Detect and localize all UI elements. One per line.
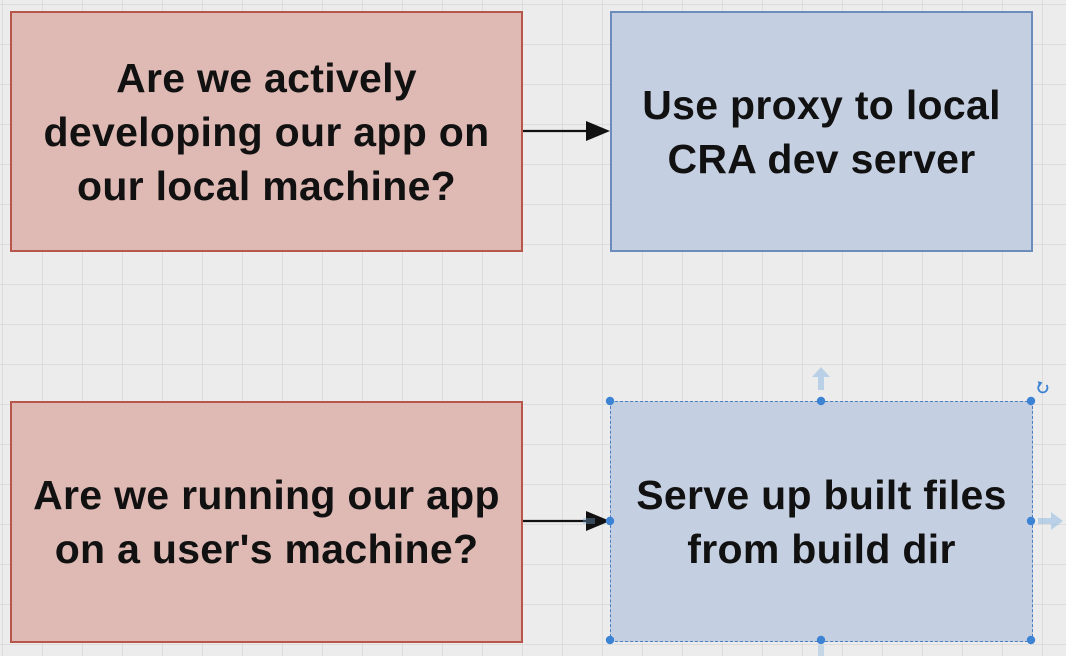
selection-handles (605, 396, 1036, 645)
node-text: Use proxy to local CRA dev server (642, 81, 1001, 182)
arrow-up-icon[interactable] (812, 367, 830, 390)
resize-handle-top-right[interactable] (1026, 396, 1036, 406)
resize-handle-right[interactable] (1026, 516, 1036, 526)
rotate-icon[interactable] (1037, 381, 1049, 394)
arrowhead (586, 121, 610, 141)
resize-handle-bottom[interactable] (816, 635, 826, 645)
arrow-left-icon[interactable] (583, 518, 595, 524)
resize-handle-top-left[interactable] (605, 396, 615, 406)
node-text: Serve up built files from build dir (636, 471, 1007, 572)
resize-handle-bottom-right[interactable] (1026, 635, 1036, 645)
arrowhead (586, 511, 610, 531)
resize-handle-top[interactable] (816, 396, 826, 406)
resize-handle-bottom-left[interactable] (605, 635, 615, 645)
answer-node-proxy[interactable]: Use proxy to local CRA dev server (610, 11, 1033, 252)
question-node-user-machine[interactable]: Are we running our app on a user's machi… (10, 401, 523, 643)
question-node-local-dev[interactable]: Are we actively developing our app on ou… (10, 11, 523, 252)
resize-handle-left[interactable] (605, 516, 615, 526)
connector-arrow-q1-a1[interactable] (523, 121, 610, 141)
node-text: Are we running our app on a user's machi… (33, 472, 500, 572)
node-text: Are we actively developing our app on ou… (43, 54, 490, 209)
arrow-down-icon[interactable] (818, 645, 824, 656)
connector-arrow-q2-a2[interactable] (523, 511, 610, 531)
answer-node-serve-build[interactable]: Serve up built files from build dir (610, 401, 1033, 642)
arrow-right-icon[interactable] (1038, 512, 1063, 530)
